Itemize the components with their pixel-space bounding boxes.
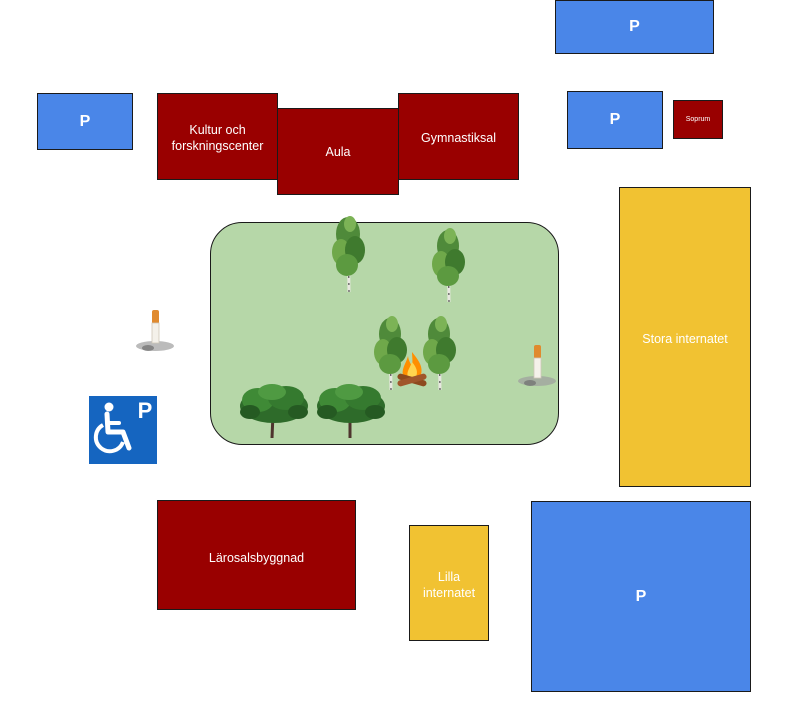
parking-lot-left: P	[37, 93, 133, 150]
cigarette-icon	[136, 310, 174, 351]
dormitory-stora: Stora internatet	[619, 187, 751, 487]
building-aula: Aula	[277, 108, 399, 195]
wheelchair-icon	[93, 402, 132, 454]
parking-lot-top: P	[555, 0, 714, 54]
building-kultur: Kultur och forskningscenter	[157, 93, 278, 180]
birch-tree-icon	[423, 316, 456, 390]
birch-tree-icon	[432, 228, 465, 302]
oak-tree-icon	[240, 384, 308, 438]
dormitory-label: Stora internatet	[642, 332, 728, 346]
building-label: Aula	[325, 144, 351, 159]
handicap-parking-label: P	[138, 398, 153, 423]
birch-tree-icon	[332, 216, 365, 292]
building-gymnastiksal: Gymnastiksal	[398, 93, 519, 180]
birch-tree-icon	[374, 316, 407, 390]
handicap-parking-sign: P	[89, 396, 157, 464]
building-soprum: Soprum	[673, 100, 723, 139]
oak-tree-icon	[317, 384, 385, 438]
building-larosal: Lärosalsbyggnad	[157, 500, 356, 610]
parking-lot-right: P	[567, 91, 663, 149]
building-label: Kultur och forskningscenter	[171, 123, 264, 153]
parking-label: P	[629, 18, 640, 35]
dormitory-label: Lilla internatet	[422, 570, 476, 600]
building-label: Gymnastiksal	[420, 131, 497, 145]
parking-lot-large: P	[531, 501, 751, 692]
parking-label: P	[609, 111, 621, 128]
dormitory-lilla: Lilla internatet	[409, 525, 489, 641]
parking-label: P	[635, 587, 647, 605]
campfire-icon	[397, 352, 427, 387]
building-label: Soprum	[685, 116, 711, 123]
cigarette-icon	[518, 345, 556, 386]
parking-label: P	[79, 112, 91, 130]
building-label: Lärosalsbyggnad	[208, 551, 305, 565]
